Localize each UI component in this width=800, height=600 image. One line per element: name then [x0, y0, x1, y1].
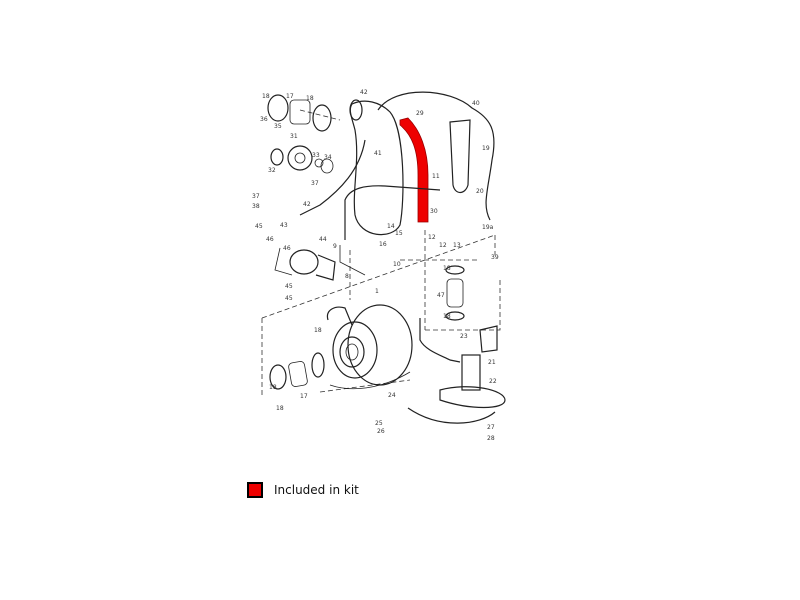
- oil-line-9: [339, 245, 366, 276]
- part-label-30: 30: [430, 208, 438, 215]
- part-label-46: 46: [283, 245, 291, 252]
- part-label-9: 9: [333, 243, 337, 250]
- part-label-18: 18: [443, 313, 451, 320]
- part-label-36: 36: [260, 116, 268, 123]
- part-label-40: 40: [472, 100, 480, 107]
- part-label-45: 45: [255, 223, 263, 230]
- part-label-34: 34: [324, 154, 332, 161]
- part-label-22: 22: [489, 378, 497, 385]
- part-label-18: 18: [314, 327, 322, 334]
- part-label-37: 37: [252, 193, 260, 200]
- part-label-27: 27: [487, 424, 495, 431]
- hose-19: [449, 119, 471, 194]
- oil-line-40: [377, 91, 495, 221]
- part-label-17: 17: [300, 393, 308, 400]
- part-label-46: 46: [266, 236, 274, 243]
- part-label-15: 15: [395, 230, 403, 237]
- part-label-45: 45: [285, 295, 293, 302]
- intake-pipe: [349, 99, 404, 236]
- part-label-37: 37: [311, 180, 319, 187]
- part-label-32: 32: [268, 167, 276, 174]
- assembly-guides: [261, 109, 501, 395]
- filter-47: [445, 265, 465, 321]
- part-label-38: 38: [252, 203, 260, 210]
- part-label-14: 14: [387, 223, 395, 230]
- oil-line-41: [299, 139, 366, 216]
- oil-line-11: [344, 185, 441, 240]
- part-label-41: 41: [374, 150, 382, 157]
- part-label-12: 12: [428, 234, 436, 241]
- part-label-18: 18: [262, 93, 270, 100]
- part-label-19: 19: [482, 145, 490, 152]
- part-label-42: 42: [360, 89, 368, 96]
- highlighted-hose-29: [399, 117, 429, 223]
- part-label-39: 39: [491, 254, 499, 261]
- clamp-filter-upper: [267, 94, 332, 132]
- part-label-1: 1: [375, 288, 379, 295]
- part-label-33: 33: [312, 152, 320, 159]
- part-label-25: 25: [375, 420, 383, 427]
- part-label-18: 18: [443, 265, 451, 272]
- legend-label: Included in kit: [274, 483, 359, 497]
- part-label-26: 26: [377, 428, 385, 435]
- part-label-28: 28: [487, 435, 495, 442]
- part-label-18: 18: [269, 384, 277, 391]
- part-label-47: 47: [437, 292, 445, 299]
- part-label-13: 13: [453, 242, 461, 249]
- part-label-17: 17: [286, 93, 294, 100]
- part-label-19a: 19a: [482, 224, 494, 231]
- part-label-20: 20: [476, 188, 484, 195]
- legend-swatch-included: [247, 482, 263, 498]
- part-label-18: 18: [306, 95, 314, 102]
- part-label-18: 18: [276, 405, 284, 412]
- actuator-31: [270, 145, 334, 174]
- part-label-42: 42: [303, 201, 311, 208]
- part-label-23: 23: [460, 333, 468, 340]
- wastegate-46: [274, 247, 336, 281]
- part-label-43: 43: [280, 222, 288, 229]
- part-label-35: 35: [274, 123, 282, 130]
- legend: Included in kit: [247, 482, 359, 498]
- part-label-44: 44: [319, 236, 327, 243]
- part-label-8: 8: [345, 273, 349, 280]
- clamp-filter-lower: [269, 352, 325, 390]
- part-label-24: 24: [388, 392, 396, 399]
- part-label-45: 45: [285, 283, 293, 290]
- part-label-29: 29: [416, 110, 424, 117]
- part-label-21: 21: [488, 359, 496, 366]
- part-label-31: 31: [290, 133, 298, 140]
- part-label-10: 10: [393, 261, 401, 268]
- part-label-16: 16: [379, 241, 387, 248]
- exhaust-assembly: [329, 318, 506, 424]
- part-label-11: 11: [432, 173, 440, 180]
- turbocharger-1: [326, 304, 413, 386]
- part-label-12: 12: [439, 242, 447, 249]
